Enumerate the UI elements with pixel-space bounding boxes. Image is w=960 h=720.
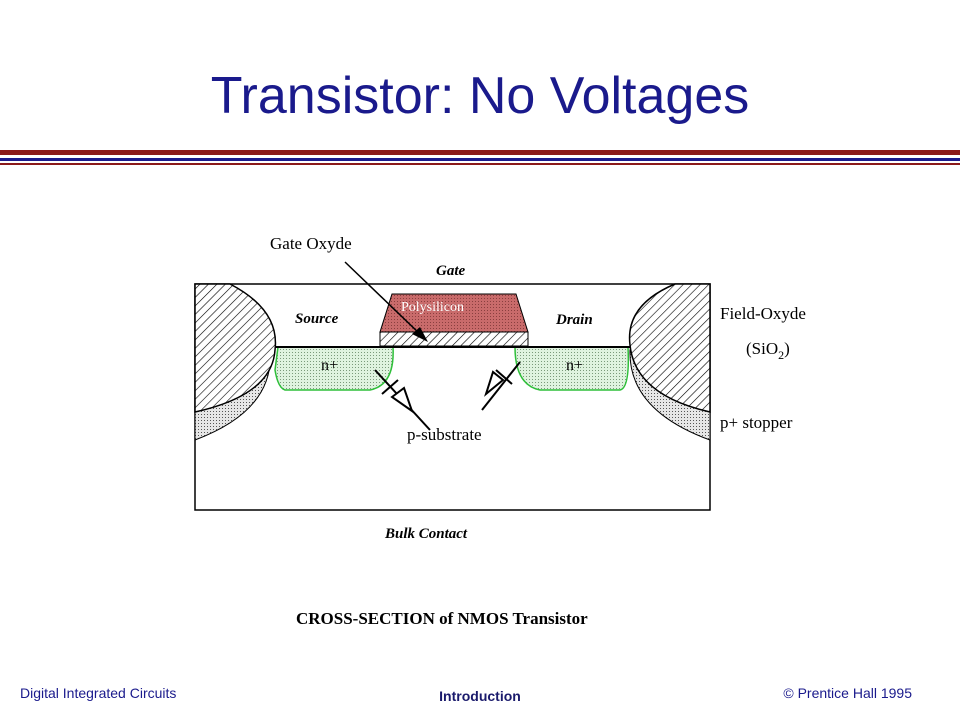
polysilicon-gate	[379, 293, 529, 333]
footer-course-title: Digital Integrated Circuits	[20, 685, 177, 701]
label-drain: Drain	[555, 312, 593, 328]
diagram-caption: CROSS-SECTION of NMOS Transistor	[296, 609, 588, 628]
n-plus-source-region	[274, 346, 394, 391]
diode-icon-drain	[481, 361, 521, 411]
title-rule-bottom	[0, 163, 960, 165]
diode-icon-source	[374, 369, 431, 431]
gate-oxide-layer	[379, 331, 529, 347]
label-p-stopper: p+ stopper	[720, 413, 793, 432]
label-field-oxide: Field-Oxyde	[720, 304, 806, 323]
label-n-plus-source: n+	[321, 357, 338, 374]
footer-section: Introduction	[439, 688, 521, 704]
label-bulk-contact: Bulk Contact	[384, 526, 468, 542]
label-sio2: (SiO2)	[746, 339, 790, 362]
slide-title: Transistor: No Voltages	[210, 67, 750, 125]
label-source: Source	[295, 311, 339, 327]
label-gate: Gate	[436, 263, 466, 279]
gate-oxide-pointer	[344, 261, 423, 337]
title-rule-top	[0, 150, 960, 155]
footer-copyright: © Prentice Hall 1995	[783, 685, 912, 701]
title-rule-middle	[0, 158, 960, 161]
field-oxide-left	[194, 283, 277, 413]
field-oxide-right	[628, 283, 711, 413]
n-plus-drain-region	[514, 346, 630, 391]
label-p-substrate: p-substrate	[407, 425, 482, 444]
label-gate-oxide: Gate Oxyde	[270, 234, 352, 253]
gate-oxide-arrowhead	[412, 327, 428, 342]
label-n-plus-drain: n+	[566, 357, 583, 374]
label-polysilicon: Polysilicon	[401, 300, 464, 315]
